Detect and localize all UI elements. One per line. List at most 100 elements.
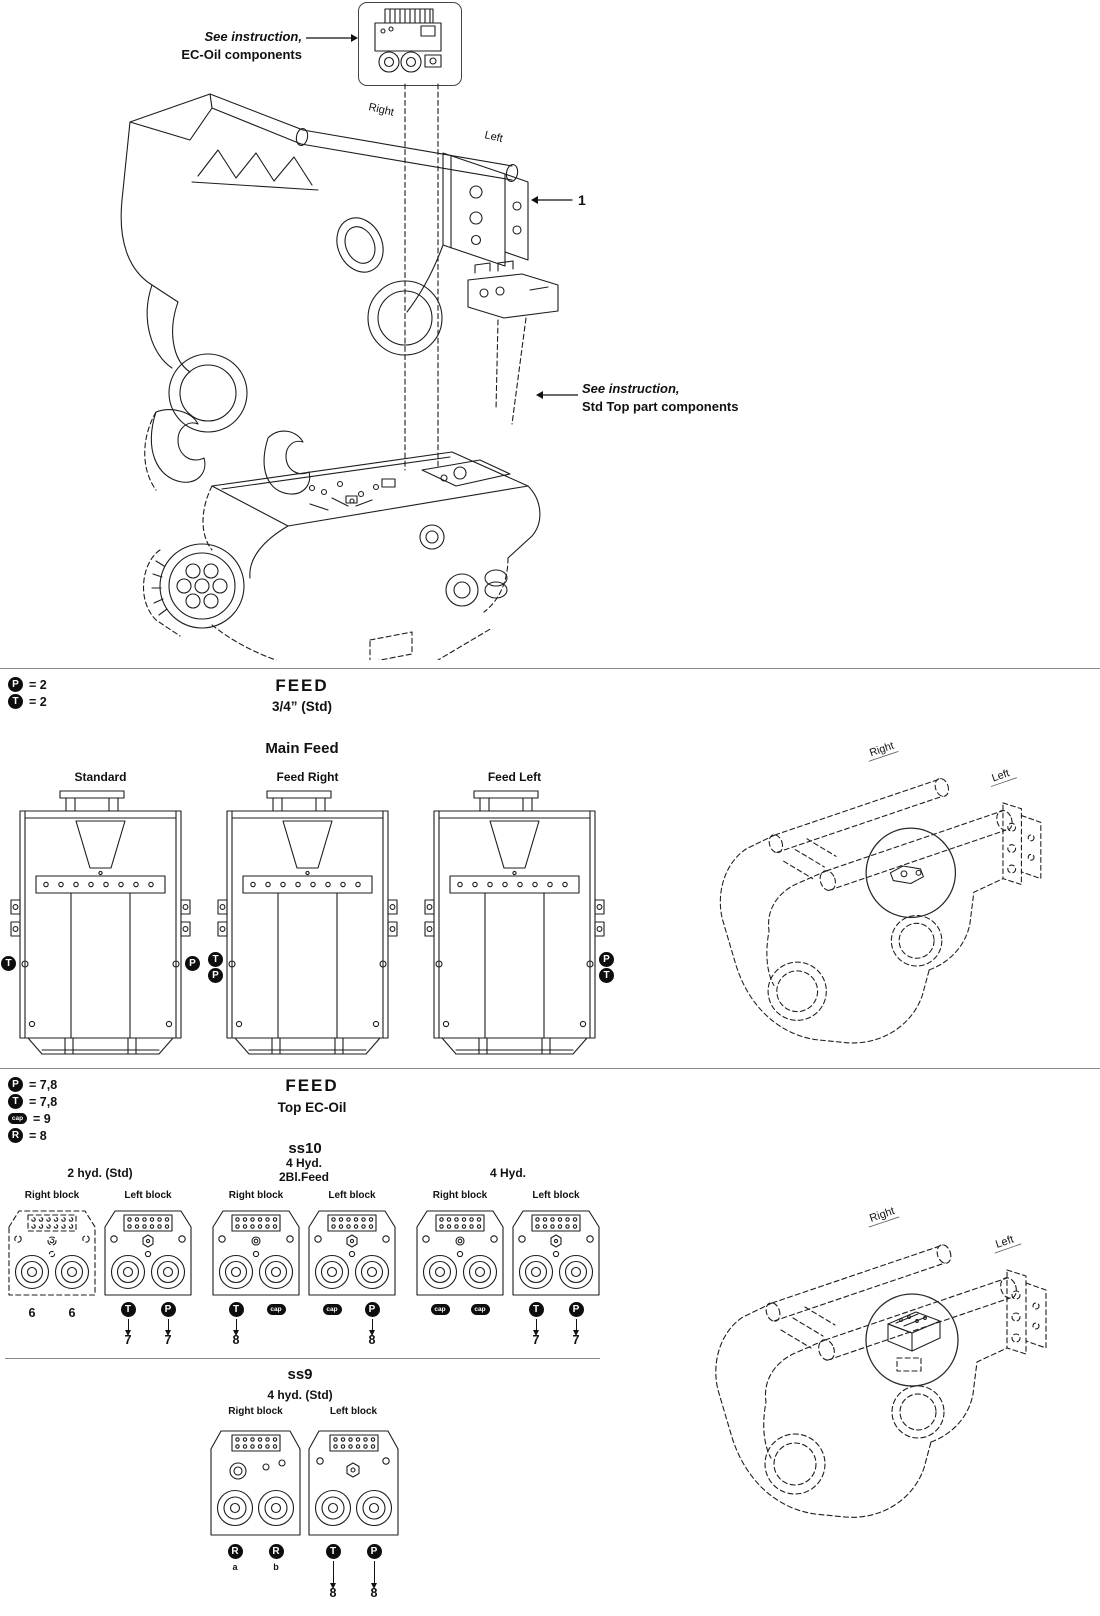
block-label: Right block	[228, 1190, 284, 1201]
orientation-right-label: Right	[868, 1205, 896, 1225]
port-p-marker: P	[366, 1544, 382, 1559]
legend-row: cap = 9	[8, 1110, 57, 1127]
port-number: 7	[164, 1333, 172, 1347]
arrow-down-icon	[369, 1319, 375, 1336]
arrow-down-icon	[371, 1561, 377, 1589]
ss9-heading: ss9	[287, 1366, 313, 1383]
cap-marker: cap	[266, 1304, 286, 1315]
legend-row: R = 8	[8, 1127, 57, 1144]
p-port-marker: P	[8, 1077, 23, 1092]
main-feed-heading: Main Feed	[265, 740, 339, 757]
std-top-annotation: See instruction, Std Top part components	[582, 380, 792, 415]
highlight-circle	[865, 1293, 959, 1387]
arrow-left-icon	[536, 391, 578, 399]
highlight-circle	[865, 827, 957, 919]
cap-marker: cap	[8, 1113, 27, 1124]
port-number: 8	[232, 1333, 240, 1347]
port-number: 8	[370, 1586, 378, 1600]
legend-value: = 7,8	[29, 1094, 58, 1109]
annotation-line: See instruction,	[582, 381, 680, 396]
ss9-variant-label: 4 hyd. (Std)	[267, 1388, 333, 1402]
hydraulic-block-drawing	[210, 1430, 301, 1536]
port-t-marker: T	[599, 968, 614, 983]
upper-frame	[120, 93, 529, 495]
ss10-variant-3-label: 4 Hyd.	[489, 1166, 526, 1180]
section-subtitle: 3/4” (Std)	[271, 699, 332, 714]
hydraulic-block-drawing	[212, 1210, 300, 1296]
arrow-down-icon	[330, 1561, 336, 1589]
port-t-marker: T	[325, 1544, 341, 1559]
port-p-marker: P	[185, 956, 200, 971]
block-label: Right block	[228, 1406, 283, 1417]
annotation-line: See instruction,	[204, 29, 302, 44]
variant-label: Feed Right	[276, 770, 339, 784]
ss9-block-right: Right block	[208, 1406, 303, 1537]
port-number: 6	[28, 1306, 36, 1320]
port-t-marker-group: T 8	[225, 1302, 247, 1347]
port-number: 7	[532, 1333, 540, 1347]
item-1-callout: 1	[531, 192, 586, 208]
orientation-right-label: Right	[868, 740, 895, 759]
port-p-marker-group: P 8	[363, 1544, 385, 1600]
block-label: Left block	[328, 1190, 376, 1201]
variant-label: Feed Left	[487, 770, 542, 784]
section-subtitle: Top EC-Oil	[277, 1100, 347, 1115]
block-left-3: Left block	[510, 1190, 602, 1298]
variant-label: Standard	[74, 770, 127, 784]
hydraulic-block-drawing	[308, 1430, 399, 1536]
block-label: Left block	[124, 1190, 172, 1201]
legend-value: = 8	[29, 1128, 47, 1143]
block-label: Right block	[24, 1190, 80, 1201]
port-number: 6	[68, 1306, 76, 1320]
cap-marker-group: cap	[469, 1304, 491, 1315]
port-6-label: 6	[61, 1306, 83, 1320]
orientation-left-label: Left	[483, 129, 504, 145]
port-p-marker-group: P 7	[157, 1302, 179, 1347]
t-port-marker: T	[8, 694, 23, 709]
block-left-2: Left block	[306, 1190, 398, 1298]
block-right-3: Right block	[414, 1190, 506, 1298]
annotation-line: EC-Oil components	[181, 46, 302, 62]
legend-value: = 7,8	[29, 1077, 58, 1092]
section-divider	[0, 1068, 1100, 1069]
cap-marker: cap	[470, 1304, 490, 1315]
port-p-marker-group: P 7	[565, 1302, 587, 1347]
port-number: 8	[368, 1333, 376, 1347]
port-t-marker: T	[228, 1302, 244, 1317]
arrow-down-icon	[125, 1319, 131, 1336]
block-right-1: Right block	[6, 1190, 98, 1298]
block-label: Left block	[532, 1190, 580, 1201]
port-t-marker: T	[1, 956, 16, 971]
block-left-1: Left block	[102, 1190, 194, 1298]
std-top-component	[467, 260, 559, 319]
ec-oil-block-detail	[887, 1311, 941, 1372]
hydraulic-block-drawing	[512, 1210, 600, 1296]
cap-marker-group: cap	[429, 1304, 451, 1315]
arrow-down-icon	[165, 1319, 171, 1336]
item-number-label: 1	[578, 192, 586, 208]
legend-row: T = 2	[8, 693, 47, 710]
hydraulic-block-drawing	[308, 1210, 396, 1296]
latch-detail	[889, 865, 924, 885]
port-p-marker-group: P 8	[361, 1302, 383, 1347]
legend-row: P = 7,8	[8, 1076, 57, 1093]
coupler-front-view-drawing	[217, 790, 398, 1055]
block-label: Right block	[432, 1190, 488, 1201]
legend-value: = 2	[29, 677, 47, 692]
port-r-marker-group: R a	[224, 1544, 246, 1572]
section-title: FEED	[285, 1076, 339, 1095]
port-p-marker: P	[160, 1302, 176, 1317]
arrow-down-icon	[533, 1319, 539, 1336]
feed-variant-feed-right: Feed Right T P	[208, 770, 400, 1061]
coupler-front-view-drawing	[10, 790, 191, 1055]
arrow-right-icon	[306, 34, 358, 42]
ss10-variant-2-label-line2: 2Bl.Feed	[278, 1170, 329, 1184]
ss10-markers-row: 6 6 T 7 P 7 T 8 cap cap	[0, 1302, 620, 1358]
section-divider	[0, 668, 1100, 669]
hydraulic-block-drawing	[104, 1210, 192, 1296]
annotation-line: Std Top part components	[582, 398, 739, 414]
port-p-marker: P	[599, 952, 614, 967]
port-number: 7	[124, 1333, 132, 1347]
port-t-marker: T	[120, 1302, 136, 1317]
